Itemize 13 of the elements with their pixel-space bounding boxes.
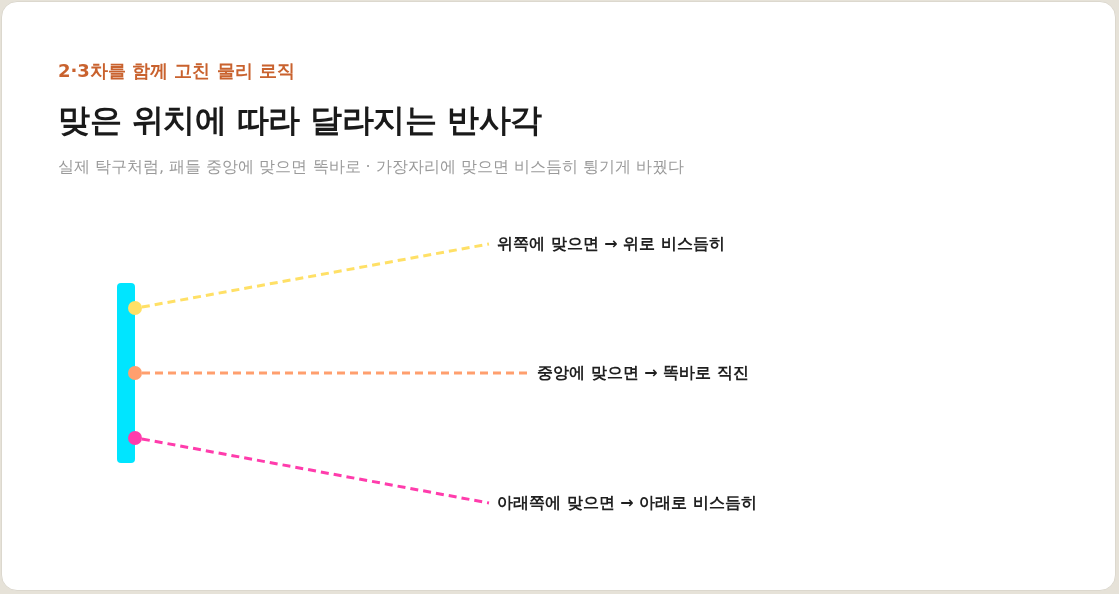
kicker-text: 2·3차를 함께 고친 물리 로직 bbox=[58, 60, 295, 83]
dot-marker-icon bbox=[128, 366, 142, 380]
title-heading: 맞은 위치에 따라 달라지는 반사각 bbox=[58, 100, 542, 140]
callout-label: 아래쪽에 맞으면 → 아래로 비스듬히 bbox=[497, 493, 757, 513]
paddle-bar bbox=[117, 283, 135, 463]
leader-line bbox=[142, 371, 529, 375]
subtitle-text: 실제 탁구처럼, 패들 중앙에 맞으면 똑바로 · 가장자리에 맞으면 비스듬히 튕기게 바꿨다 bbox=[58, 157, 685, 177]
callout-label: 중앙에 맞으면 → 똑바로 직진 bbox=[537, 363, 749, 383]
callout-label: 위쪽에 맞으면 → 위로 비스듬히 bbox=[497, 234, 725, 254]
leader-line bbox=[141, 242, 490, 309]
dot-marker-icon bbox=[128, 301, 142, 315]
leader-line bbox=[141, 437, 490, 505]
dot-marker-icon bbox=[128, 431, 142, 445]
